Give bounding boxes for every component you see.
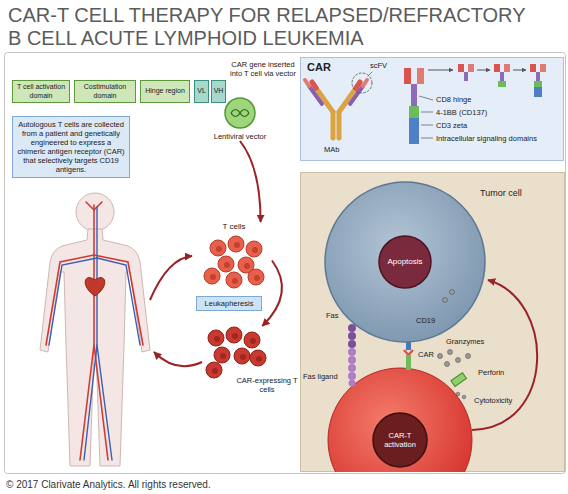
part-label: Perforin — [478, 368, 504, 377]
cluster-label: CAR-expressing T cells — [236, 376, 298, 394]
perforin-symbol — [451, 373, 466, 387]
box-label: VL — [197, 87, 206, 95]
box-label: VH — [214, 87, 224, 95]
process-arrow — [262, 261, 282, 327]
apoptosis-circle: Apoptosis — [378, 235, 432, 289]
part-label: CD3 zeta — [436, 121, 467, 130]
process-box: Leukapheresis — [196, 296, 262, 311]
part-label: CAR gene inserted into T cell via vector — [228, 60, 298, 78]
part-label: scFV — [370, 61, 387, 70]
part-label: 4-1BB (CD137) — [436, 108, 487, 117]
panel-heading: CAR — [307, 61, 557, 74]
copyright-note: © 2017 Clarivate Analytics. All rights r… — [6, 479, 211, 491]
car-t-cell-cluster: CAR-expressing T cells — [204, 326, 298, 398]
description-box: Autologous T cells are collected from a … — [12, 116, 130, 178]
human-body — [40, 193, 150, 466]
cluster-label: T cells — [196, 222, 272, 232]
box-label: Costimulation domain — [77, 83, 133, 100]
variable-chain-box: VL — [194, 80, 209, 103]
part-label: CD19 — [416, 316, 435, 325]
circle-label: CAR-T activation — [376, 431, 424, 449]
process-arrows — [150, 256, 202, 366]
part-label: CAR — [418, 350, 434, 359]
part-label: Fas — [326, 311, 339, 320]
box-label: Leukapheresis — [205, 299, 254, 308]
cell-label: Tumor cell — [480, 188, 522, 199]
granzymes — [438, 350, 471, 399]
cell-cluster — [196, 222, 272, 292]
t-cell-cluster: T cells — [196, 222, 272, 292]
cell-cluster — [204, 326, 298, 398]
car-construct-symbol — [404, 64, 546, 144]
frame — [5, 53, 566, 474]
box-label: Autologous T cells are collected from a … — [17, 120, 125, 174]
part-label: Cytotoxicity — [474, 396, 512, 405]
part-label: MAb — [324, 145, 339, 154]
part-label: Granzymes — [446, 337, 484, 346]
part-label: Fas ligand — [303, 372, 338, 381]
part-label: CD8 hinge — [436, 95, 471, 104]
process-arrow — [240, 141, 261, 222]
antibody-symbol — [305, 72, 372, 138]
box-label: Hinge region — [145, 87, 185, 95]
domain-box: T cell activation domain — [12, 80, 70, 103]
domain-box: Costimulation domain — [74, 80, 136, 103]
car-t-cell — [328, 368, 472, 472]
car-panel-fill — [301, 58, 564, 161]
cytotoxicity-arrow — [472, 280, 537, 430]
variable-chain-box: VH — [211, 80, 226, 103]
part-label: Intracellular signaling domains — [436, 134, 537, 143]
activation-circle: CAR-T activation — [372, 412, 428, 468]
vector-label: Lentiviral vector — [212, 132, 268, 141]
vector-symbol — [212, 96, 268, 132]
box-label: T cell activation domain — [15, 83, 67, 100]
diagram-title: CAR-T CELL THERAPY FOR RELAPSED/REFRACTO… — [8, 4, 537, 50]
domain-box: Hinge region — [140, 80, 190, 103]
car-panel: CAR — [300, 57, 564, 161]
circle-label: Apoptosis — [382, 257, 428, 267]
lentiviral-vector: Lentiviral vector — [212, 96, 268, 141]
